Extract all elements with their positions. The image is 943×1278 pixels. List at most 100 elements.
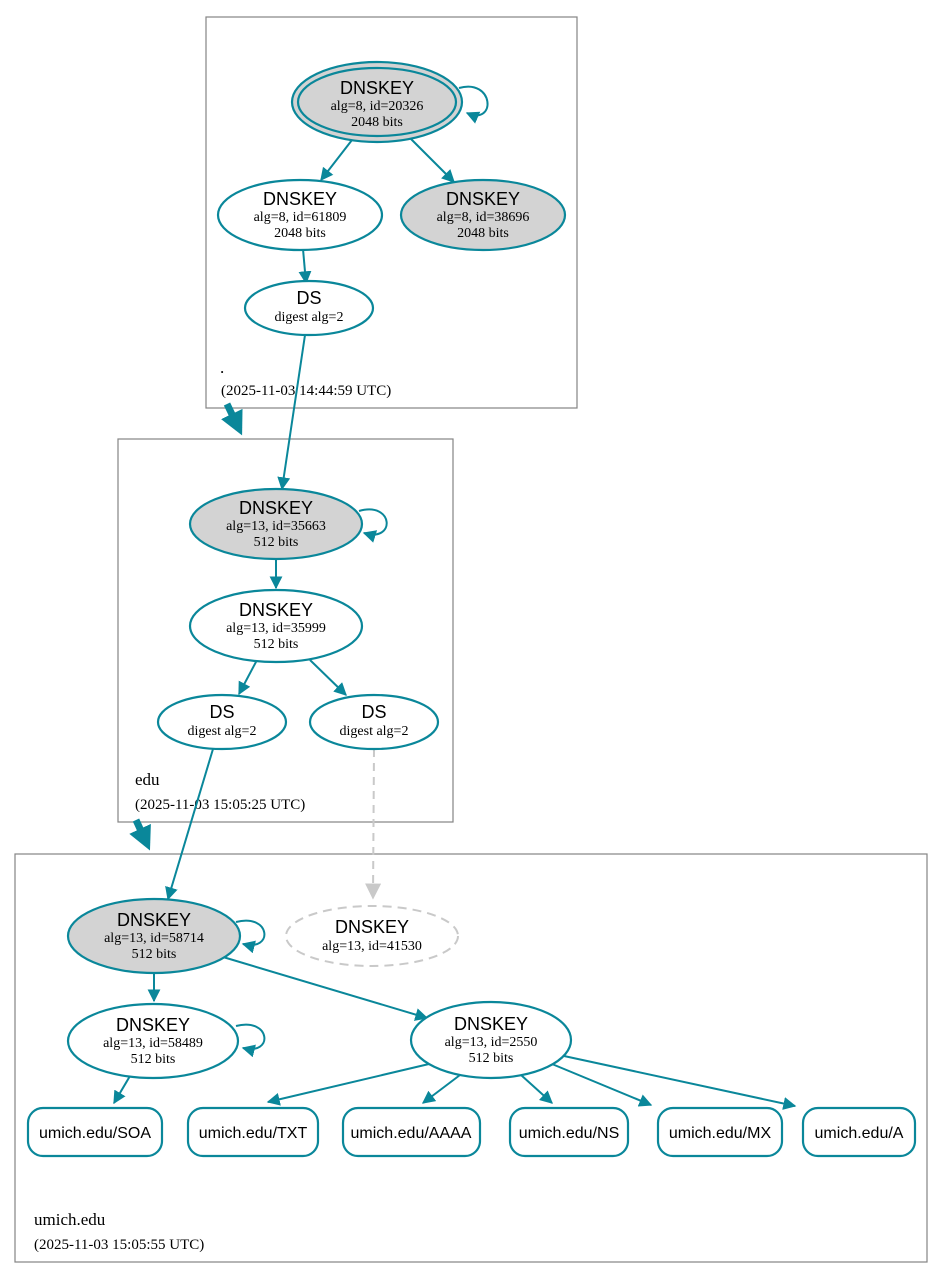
zone-name-umich: umich.edu (34, 1210, 106, 1229)
node-title: DNSKEY (340, 78, 414, 98)
rrset-rect (26, 1106, 164, 1158)
zone-label-edu: edu (2025-11-03 15:05:25 UTC) (135, 770, 305, 813)
ds-node-root: DS digest alg=2 (243, 279, 375, 337)
node-ellipse (409, 1000, 573, 1080)
node-detail: alg=8, id=20326 (331, 99, 424, 114)
rrset-label: umich.edu/SOA (39, 1125, 151, 1142)
edge-umich-ksk-selfloop (235, 919, 266, 954)
dnskey-node-root-zsk-61809: DNSKEY alg=8, id=61809 2048 bits (216, 178, 384, 252)
node-bits: 2048 bits (457, 226, 509, 241)
node-ellipse-dashed (285, 905, 459, 967)
dnskey-node-umich-ksk-58714: DNSKEY alg=13, id=58714 512 bits (66, 897, 242, 975)
dnskey-node-root-ksk2-38696: DNSKEY alg=8, id=38696 2048 bits (399, 178, 567, 252)
edge-umich-ksk-to-zsk2 (222, 956, 429, 1021)
dnskey-node-umich-missing-41530: DNSKEY alg=13, id=41530 (285, 905, 459, 967)
rrset-label: umich.edu/TXT (199, 1125, 308, 1142)
rrset-rect (186, 1106, 320, 1158)
zone-timestamp-edu: (2025-11-03 15:05:25 UTC) (135, 797, 305, 813)
edge-edu-zsk-to-ds-right (309, 659, 347, 696)
dnskey-node-edu-zsk-35999: DNSKEY alg=13, id=35999 512 bits (188, 588, 364, 664)
node-ellipse (156, 693, 288, 751)
node-title: DNSKEY (454, 1014, 528, 1034)
edge-root-ksk-to-zsk (320, 139, 353, 182)
node-ellipse (66, 1002, 240, 1080)
rrset-node-ns: umich.edu/NS (508, 1106, 630, 1158)
node-ellipse-outer (290, 60, 464, 144)
node-ellipse (66, 897, 242, 975)
edge-umich-zsk1-selfloop (235, 1023, 266, 1058)
edge-umich-zsk2-to-mx (551, 1063, 653, 1107)
edge-umich-zsk2-to-txt (266, 1063, 430, 1106)
edge-root-ds-to-edu-ksk (277, 334, 306, 491)
node-bits: 512 bits (469, 1051, 514, 1066)
node-ellipse (308, 693, 440, 751)
node-title: DNSKEY (335, 917, 409, 937)
node-title: DNSKEY (239, 498, 313, 518)
dnskey-node-root-ksk-20326: DNSKEY alg=8, id=20326 2048 bits (290, 60, 464, 144)
zone-timestamp-umich: (2025-11-03 15:05:55 UTC) (34, 1237, 204, 1253)
node-bits: 512 bits (254, 535, 299, 550)
node-ellipse (243, 279, 375, 337)
node-detail: alg=13, id=41530 (322, 939, 422, 954)
node-ellipse (188, 487, 364, 561)
node-detail: alg=8, id=38696 (437, 210, 530, 225)
rrset-node-a: umich.edu/A (801, 1106, 917, 1158)
node-detail: alg=8, id=61809 (254, 210, 347, 225)
node-ellipse-inner (296, 66, 458, 138)
node-title: DNSKEY (446, 189, 520, 209)
node-bits: 512 bits (132, 947, 177, 962)
ds-node-edu-right: DS digest alg=2 (308, 693, 440, 751)
rrset-label: umich.edu/A (815, 1125, 904, 1142)
dnskey-node-edu-ksk-35663: DNSKEY alg=13, id=35663 512 bits (188, 487, 364, 561)
rrset-label: umich.edu/MX (669, 1125, 772, 1142)
node-title: DS (361, 702, 386, 722)
node-detail: digest alg=2 (188, 724, 257, 739)
node-detail: digest alg=2 (340, 724, 409, 739)
node-detail: alg=13, id=35999 (226, 621, 326, 636)
rrset-rect (341, 1106, 482, 1158)
zone-timestamp-root: (2025-11-03 14:44:59 UTC) (221, 383, 391, 399)
node-bits: 2048 bits (351, 115, 403, 130)
dnskey-node-umich-zsk2-2550: DNSKEY alg=13, id=2550 512 bits (409, 1000, 573, 1080)
rrset-rect (801, 1106, 917, 1158)
zone-name-root: . (220, 358, 224, 377)
node-title: DNSKEY (263, 189, 337, 209)
node-title: DNSKEY (239, 600, 313, 620)
node-title: DNSKEY (117, 910, 191, 930)
node-detail: digest alg=2 (275, 310, 344, 325)
rrset-node-aaaa: umich.edu/AAAA (341, 1106, 482, 1158)
rrset-node-txt: umich.edu/TXT (186, 1106, 320, 1158)
zone-box-umich (14, 853, 928, 1263)
edge-edu-zsk-to-ds-left (238, 659, 258, 696)
rrset-rect (508, 1106, 630, 1158)
node-title: DNSKEY (116, 1015, 190, 1035)
node-ellipse (216, 178, 384, 252)
node-detail: alg=13, id=35663 (226, 519, 326, 534)
rrset-label: umich.edu/AAAA (351, 1125, 472, 1142)
edge-root-ksk-selfloop (458, 85, 489, 124)
edge-edu-ds-to-umich-ksk (165, 748, 214, 901)
rrset-label: umich.edu/NS (519, 1125, 620, 1142)
node-ellipse (399, 178, 567, 252)
zone-box-root (205, 16, 578, 409)
delegation-arrow-root-to-edu (221, 402, 243, 436)
node-bits: 2048 bits (274, 226, 326, 241)
edge-root-ksk-to-ksk2 (410, 138, 455, 183)
node-detail: alg=13, id=2550 (445, 1035, 538, 1050)
edge-umich-zsk2-to-ns (520, 1074, 553, 1104)
node-title: DS (296, 288, 321, 308)
edge-umich-zsk1-to-soa (113, 1075, 131, 1105)
edge-umich-zsk2-to-a (563, 1055, 797, 1110)
edge-root-zsk-to-ds (298, 248, 312, 285)
node-bits: 512 bits (131, 1052, 176, 1067)
zone-box-edu (117, 438, 454, 823)
rrset-rect (656, 1106, 784, 1158)
edge-edu-ds-to-missing-key-dashed (365, 748, 382, 900)
dnskey-node-umich-zsk1-58489: DNSKEY alg=13, id=58489 512 bits (66, 1002, 240, 1080)
delegation-arrow-edu-to-umich (129, 818, 151, 851)
node-detail: alg=13, id=58489 (103, 1036, 203, 1051)
node-bits: 512 bits (254, 637, 299, 652)
zone-label-umich: umich.edu (2025-11-03 15:05:55 UTC) (34, 1210, 204, 1253)
node-title: DS (209, 702, 234, 722)
